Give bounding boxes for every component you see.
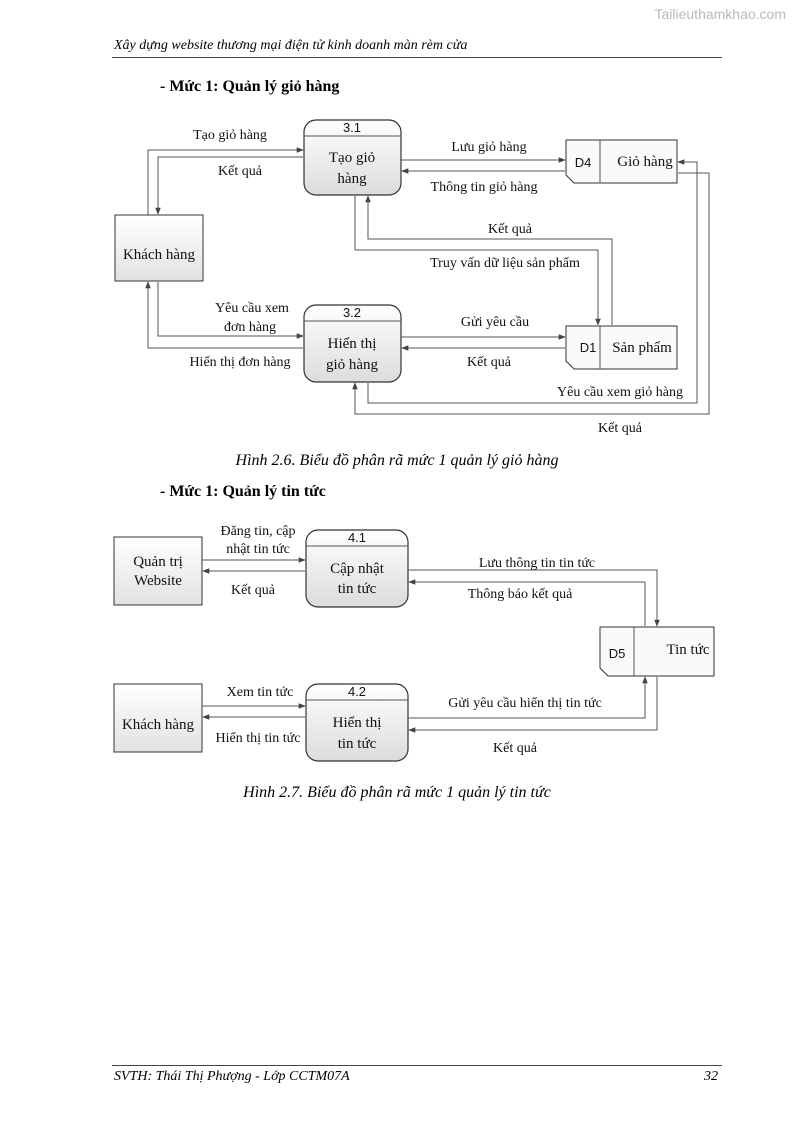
process-3-2-id: 3.2 <box>343 305 361 320</box>
label-gui-yeu-cau: Gửi yêu cầu <box>461 315 529 330</box>
label-ket-qua-news-2: Kết quả <box>493 741 538 756</box>
header-divider <box>112 57 722 58</box>
label-yeu-cau-xem-gio-hang: Yêu cầu xem giỏ hàng <box>557 385 683 400</box>
flow-product-result <box>365 195 613 325</box>
label-ket-qua-3: Kết quả <box>467 355 512 370</box>
entity-admin <box>113 536 203 606</box>
datastore-d5-name: Tin tức <box>666 642 709 658</box>
section-heading-cart: - Mức 1: Quản lý giỏ hàng <box>160 78 340 95</box>
datastore-d1 <box>565 325 678 370</box>
label-hien-thi-don-hang: Hiển thị đơn hàng <box>189 355 290 370</box>
figure-caption-2-7: Hình 2.7. Biểu đồ phân rã mức 1 quản lý … <box>243 784 551 801</box>
process-4-2-label-1: Hiển thị <box>333 715 382 731</box>
label-yeu-cau-xem-2: đơn hàng <box>224 320 276 335</box>
flow-request-news-result <box>408 677 658 733</box>
flow-view-cart-request <box>367 159 698 404</box>
flow-view-order-request <box>157 282 304 339</box>
datastore-d1-name: Sản phẩm <box>612 340 672 356</box>
flow-request-news <box>408 676 648 719</box>
process-3-1-label-1: Tạo giỏ <box>329 150 375 166</box>
entity-admin-label-1: Quản trị <box>133 554 183 570</box>
label-thong-bao: Thông báo kết quả <box>468 587 573 602</box>
label-ket-qua-2: Kết quả <box>488 222 533 237</box>
process-4-1-label-1: Cập nhật <box>330 561 385 577</box>
flow-save-news <box>408 569 660 627</box>
document-header: Xây dựng website thương mại điện tử kinh… <box>114 38 468 53</box>
process-3-2-label-2: giỏ hàng <box>326 357 379 373</box>
label-hien-thi-tin-tuc: Hiển thị tin tức <box>216 731 301 746</box>
process-3-1-label-2: hàng <box>337 171 367 187</box>
entity-customer-label: Khách hàng <box>123 247 196 263</box>
process-4-1 <box>305 529 409 608</box>
datastore-d4-name: Giỏ hàng <box>617 154 673 170</box>
entity-customer-news <box>113 683 203 753</box>
entity-customer <box>114 214 204 282</box>
label-dang-tin-2: nhật tin tức <box>226 542 290 557</box>
process-4-2-label-2: tin tức <box>338 736 377 752</box>
footer-divider <box>112 1065 722 1066</box>
news-dfd-diagram: Quản trị Website Khách hàng 4.1 Cập nhật… <box>113 524 715 762</box>
flow-view-cart-result <box>352 172 710 415</box>
entity-customer-news-label: Khách hàng <box>122 717 195 733</box>
label-truy-van: Truy vấn dữ liệu sản phẩm <box>430 256 580 271</box>
label-xem-tin-tuc: Xem tin tức <box>227 685 294 700</box>
label-ket-qua-1: Kết quả <box>218 164 263 179</box>
label-thong-tin-gio-hang: Thông tin giỏ hàng <box>431 180 538 195</box>
process-3-1-id: 3.1 <box>343 120 361 135</box>
footer-author: SVTH: Thái Thị Phượng - Lớp CCTM07A <box>114 1069 350 1084</box>
label-ket-qua-news-1: Kết quả <box>231 583 276 598</box>
datastore-d5 <box>599 626 715 677</box>
process-3-1 <box>303 119 402 196</box>
datastore-d1-id: D1 <box>580 340 597 355</box>
watermark: Tailieuthamkhao.com <box>654 6 786 22</box>
page-number: 32 <box>704 1069 718 1084</box>
cart-dfd-diagram: Khách hàng 3.1 Tạo giỏ hàng 3.2 Hiển thị… <box>114 119 710 436</box>
datastore-d4 <box>565 139 678 184</box>
label-yeu-cau-xem-1: Yêu cầu xem <box>215 301 289 316</box>
section-heading-news: - Mức 1: Quản lý tin tức <box>160 483 326 500</box>
datastore-d4-id: D4 <box>575 155 592 170</box>
process-3-2-label-1: Hiển thị <box>328 336 377 352</box>
flow-create-cart <box>147 147 304 215</box>
flow-product-query <box>354 196 601 326</box>
label-luu-gio-hang: Lưu giỏ hàng <box>451 140 526 155</box>
label-tao-gio-hang: Tạo giỏ hàng <box>193 128 267 143</box>
label-gui-yeu-cau-hien-thi: Gửi yêu cầu hiển thị tin tức <box>448 696 602 711</box>
entity-admin-label-2: Website <box>134 573 182 589</box>
flow-create-cart-result <box>155 156 303 215</box>
datastore-d5-id: D5 <box>609 646 626 661</box>
label-dang-tin-1: Đăng tin, cập <box>220 524 295 539</box>
process-4-1-id: 4.1 <box>348 530 366 545</box>
label-ket-qua-4: Kết quả <box>598 421 643 436</box>
label-luu-thong-tin: Lưu thông tin tin tức <box>479 556 595 571</box>
process-4-1-label-2: tin tức <box>338 581 377 597</box>
flow-view-order-display <box>145 281 303 349</box>
process-4-2 <box>305 683 409 762</box>
process-3-2 <box>303 304 402 383</box>
process-4-2-id: 4.2 <box>348 684 366 699</box>
figure-caption-2-6: Hình 2.6. Biểu đồ phân rã mức 1 quản lý … <box>235 452 559 469</box>
flow-save-news-result <box>408 579 646 626</box>
